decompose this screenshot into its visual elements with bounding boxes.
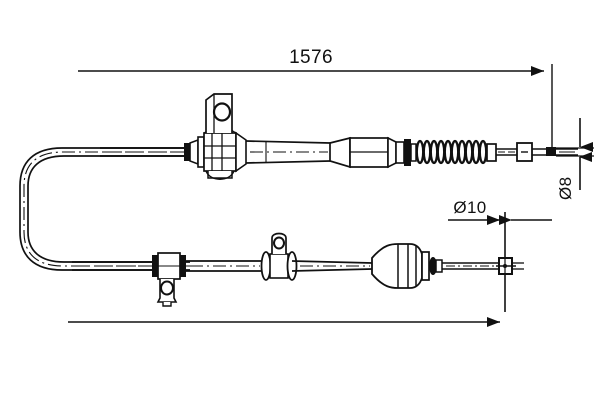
cable-centerline	[23, 151, 190, 267]
overall-length-dimension: 1576	[78, 47, 553, 152]
spring-coils	[415, 139, 488, 165]
upper-sheath-left-collar	[184, 143, 190, 161]
upper-end-rod	[496, 148, 517, 156]
lower-end-rod	[442, 262, 500, 270]
lower-bellows-boot	[371, 243, 443, 289]
upper-sheath-left	[100, 147, 186, 157]
lower-sheath-mid	[186, 260, 262, 272]
upper-clamp-assembly	[189, 93, 247, 180]
upper-end-fitting	[532, 147, 578, 156]
upper-sheath-mid	[245, 140, 331, 164]
lower-mounting-hole	[160, 280, 174, 296]
clamp-body	[203, 132, 237, 172]
upper-end-diameter-dimension: Ø8	[556, 118, 594, 200]
cable-sheath-inner	[27, 155, 190, 263]
upper-taper-ferrule	[329, 136, 411, 169]
bracket-eye-hole	[273, 236, 285, 250]
lower-cable-run	[72, 232, 524, 307]
lower-sheath-right	[291, 260, 373, 272]
upper-end-diameter-label: Ø8	[556, 177, 575, 200]
lower-end-diameter-label: Ø10	[453, 198, 486, 217]
lower-clamp-assembly	[152, 252, 186, 307]
bracket-left-collar	[260, 251, 272, 281]
cable-sheath-outer	[19, 147, 190, 271]
overall-length-label: 1576	[289, 47, 333, 68]
upper-mounting-hole	[212, 102, 232, 122]
lower-center-bracket	[260, 232, 298, 281]
lower-end-terminal	[496, 257, 524, 275]
bracket-right-collar	[286, 251, 298, 281]
upper-cable-run	[19, 93, 578, 271]
upper-coil-spring-boot	[410, 139, 497, 165]
upper-terminal-block	[516, 142, 533, 162]
lower-end-diameter-dimension: Ø10	[448, 198, 552, 312]
lower-sheath-left	[72, 261, 152, 271]
